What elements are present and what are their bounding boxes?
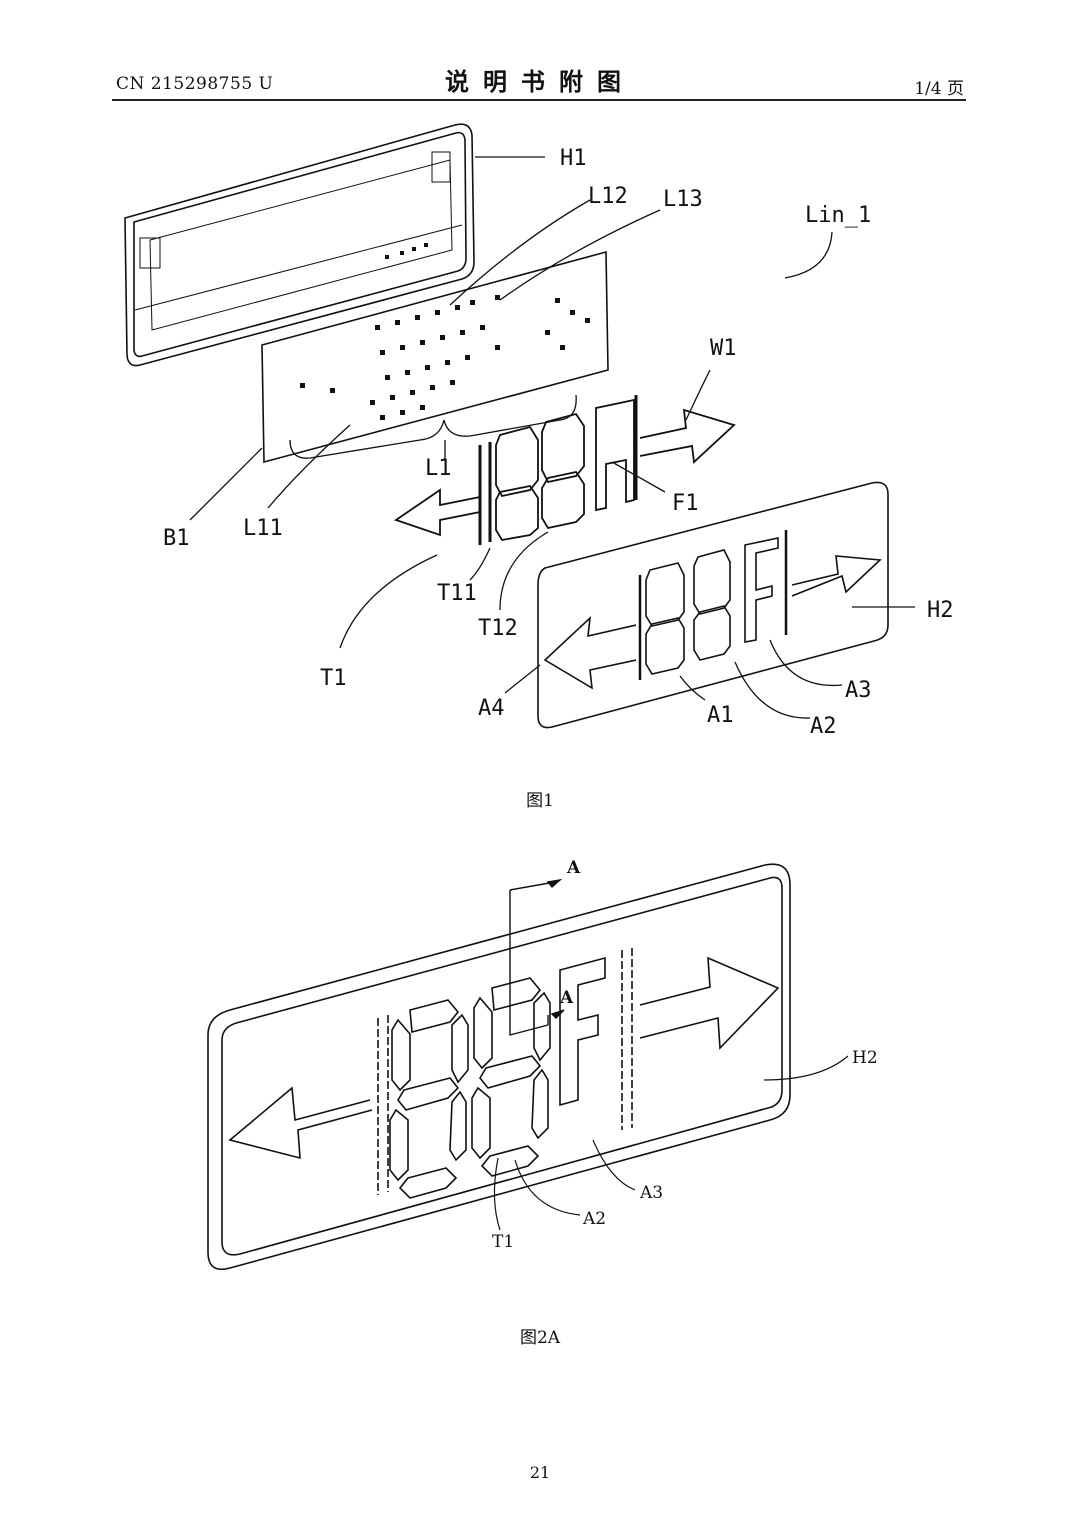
label-w1: W1 — [710, 336, 737, 361]
label-a4: A4 — [478, 696, 505, 721]
label-t1: T1 — [320, 666, 347, 691]
label-t12: T12 — [478, 616, 518, 641]
housing-h1 — [124, 123, 475, 367]
face-panel-h2 — [537, 481, 889, 729]
digit-module-t1 — [394, 395, 736, 545]
label-a3: A3 — [639, 1183, 663, 1203]
label-h2: H2 — [852, 1048, 878, 1068]
label-a2: A2 — [582, 1209, 606, 1229]
label-lin-1: Lin_1 — [805, 203, 871, 228]
label-h2: H2 — [927, 598, 954, 623]
leader-lines-2a — [493, 1055, 849, 1231]
label-f1: F1 — [672, 491, 699, 516]
label-a-mid: A — [559, 988, 574, 1008]
label-l11: L11 — [243, 516, 283, 541]
page-title: 说明书附图 — [445, 67, 635, 96]
label-l12: L12 — [588, 184, 628, 209]
header-rule — [112, 99, 966, 101]
page-number: 21 — [529, 1463, 551, 1482]
patent-number: CN 215298755 U — [116, 74, 274, 94]
label-a1: A1 — [707, 703, 734, 728]
label-h1: H1 — [560, 146, 587, 171]
led-dots — [300, 243, 590, 420]
board-b1 — [261, 250, 609, 464]
label-t1: T1 — [492, 1232, 514, 1252]
label-a3: A3 — [845, 678, 872, 703]
figure-2a-drawing: A A H2 A3 A2 T1 — [207, 858, 878, 1271]
label-b1: B1 — [163, 526, 190, 551]
figure-2a-caption: 图2A — [519, 1328, 561, 1348]
label-t11: T11 — [437, 581, 477, 606]
label-l1: L1 — [425, 456, 452, 481]
figure-1-drawing: H1 L12 L13 Lin_1 W1 B1 L11 L1 F1 T11 T12… — [124, 123, 954, 739]
label-a2: A2 — [810, 714, 837, 739]
section-line-a-a — [509, 878, 565, 1036]
label-a-top: A — [566, 858, 581, 878]
leader-lines — [189, 156, 915, 719]
label-l13: L13 — [663, 187, 703, 212]
figure-1-caption: 图1 — [526, 791, 554, 811]
page-info: 1/4 页 — [914, 79, 964, 99]
